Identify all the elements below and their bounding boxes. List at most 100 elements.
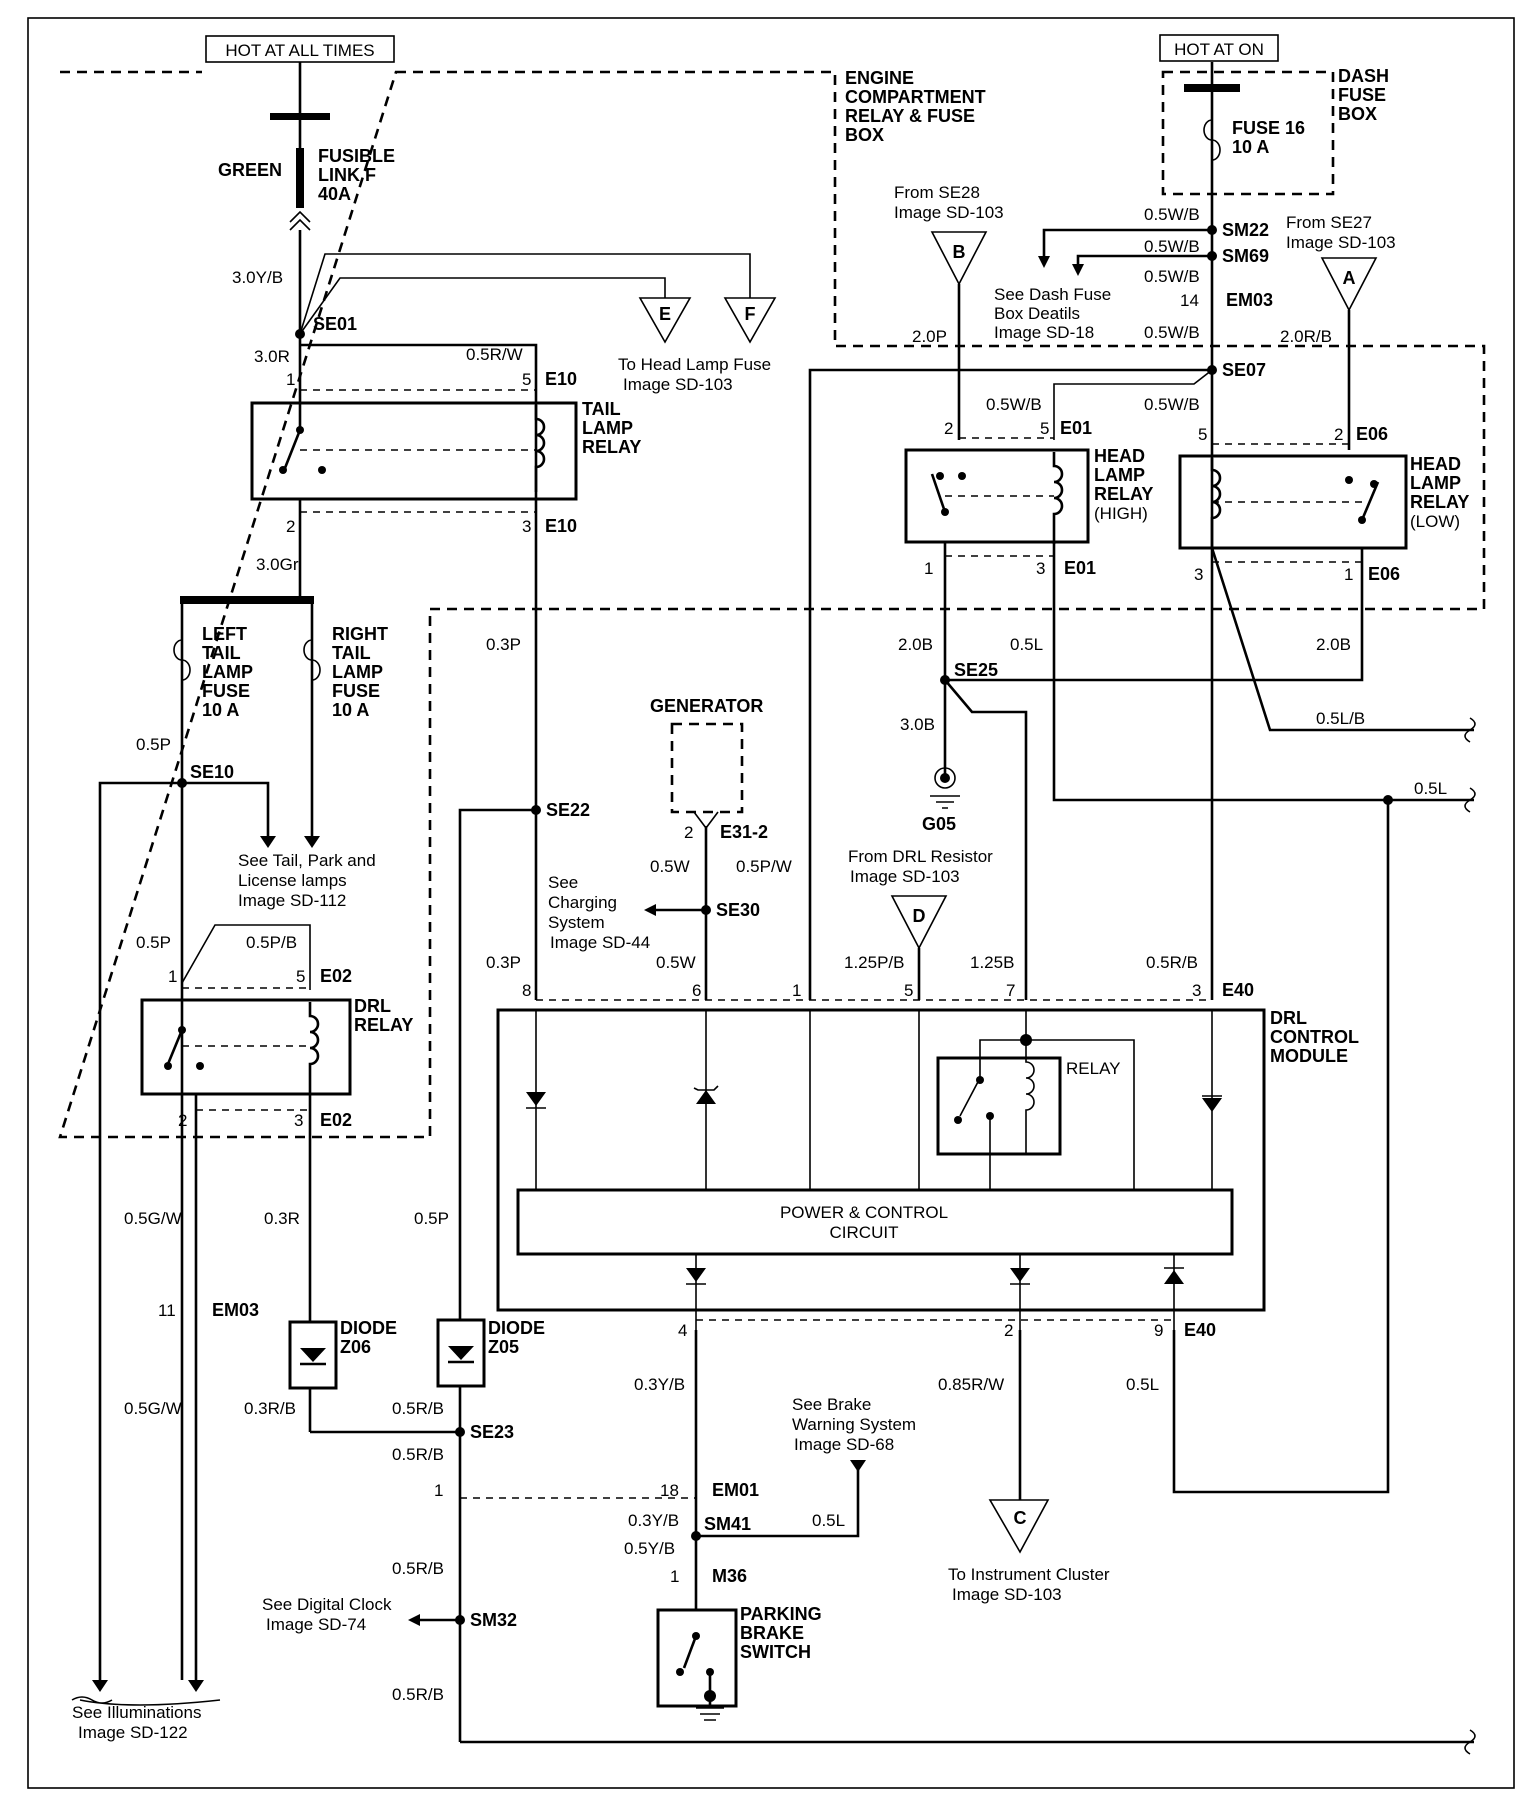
wire-label: 0.5W/B: [986, 395, 1042, 414]
ref-text: Image SD-112: [238, 891, 346, 910]
terminal-label: E01: [1064, 558, 1096, 578]
pin-label: 18: [660, 1481, 679, 1500]
pin-label: 2: [286, 517, 295, 536]
terminal-label: EM03: [212, 1300, 259, 1320]
svg-text:(LOW): (LOW): [1410, 512, 1460, 531]
svg-text:BOX: BOX: [1338, 104, 1377, 124]
svg-text:LINK F: LINK F: [318, 165, 376, 185]
wire-label: 0.5L: [1126, 1375, 1159, 1394]
pin-label: 11: [158, 1301, 176, 1320]
wire-label: 0.85R/W: [938, 1375, 1004, 1394]
svg-text:PARKING: PARKING: [740, 1604, 822, 1624]
bus-bar-left: [270, 113, 330, 120]
svg-text:LAMP: LAMP: [202, 662, 253, 682]
hot-at-on-box: [1159, 34, 1279, 62]
wire-label: 0.5P/B: [246, 933, 297, 952]
hot-all-times-label: HOT AT ALL TIMES: [225, 41, 374, 60]
wire-label: 0.5R/W: [466, 345, 523, 364]
pin-label: 4: [678, 1321, 687, 1340]
fusible-link: [296, 148, 304, 208]
pin-label: 5: [904, 981, 913, 1000]
splice-label: SE22: [546, 800, 590, 820]
connector-d-label: D: [913, 906, 926, 926]
terminal-label: E10: [545, 369, 577, 389]
ref-text: Image SD-103: [850, 867, 960, 886]
connector-a-label: A: [1343, 268, 1356, 288]
svg-text:LAMP: LAMP: [332, 662, 383, 682]
pin-label: 3: [294, 1111, 303, 1130]
pin-label: 2: [1004, 1321, 1013, 1340]
tail-fuse-bus: [180, 596, 314, 604]
connector-f-label: F: [745, 304, 756, 324]
head-lamp-relay-high-label: HEAD LAMP RELAY (HIGH): [1094, 446, 1153, 523]
generator-label: GENERATOR: [650, 696, 763, 716]
wire-label: 3.0B: [900, 715, 935, 734]
ref-text: From DRL Resistor: [848, 847, 993, 866]
wire-label: 0.5W/B: [1144, 267, 1200, 286]
power-control-circuit: [516, 1188, 1234, 1256]
ground-g05: [934, 767, 956, 789]
wire-label: 0.5W: [656, 953, 696, 972]
wire-label: 0.5R/B: [392, 1685, 444, 1704]
wire-label: 0.5P/W: [736, 857, 792, 876]
ref-text: From SE28: [894, 183, 980, 202]
pin-label: 2: [1334, 425, 1343, 444]
svg-text:10 A: 10 A: [332, 700, 369, 720]
terminal-label: E01: [1060, 418, 1092, 438]
pin-label: 1: [168, 967, 177, 986]
wire-label: 0.3Y/B: [634, 1375, 685, 1394]
terminal-label: E40: [1222, 980, 1254, 1000]
wire-label: 3.0Y/B: [232, 268, 283, 287]
ref-text: See: [548, 873, 578, 892]
ref-text: See Digital Clock: [262, 1595, 392, 1614]
wire-label: 0.3R/B: [244, 1399, 296, 1418]
splice-label: SE25: [954, 660, 998, 680]
wire-label: 2.0P: [912, 327, 947, 346]
terminal-label: E40: [1184, 1320, 1216, 1340]
svg-text:RELAY: RELAY: [1094, 484, 1153, 504]
engine-compartment-box: [58, 70, 1486, 1139]
wire-label: 0.5W: [650, 857, 690, 876]
wire-label: 0.5Y/B: [624, 1539, 675, 1558]
svg-text:BOX: BOX: [845, 125, 884, 145]
svg-text:FUSIBLE: FUSIBLE: [318, 146, 395, 166]
diode-z05-label: DIODE Z05: [488, 1318, 545, 1357]
ref-text: Charging: [548, 893, 617, 912]
wire-label: 0.5G/W: [124, 1209, 182, 1228]
wire-label: 0.3P: [486, 635, 521, 654]
ref-text: License lamps: [238, 871, 347, 890]
splice-se23: [455, 1427, 465, 1437]
ref-text: To Head Lamp Fuse: [618, 355, 771, 374]
ref-text: From SE27: [1286, 213, 1372, 232]
ref-text: Warning System: [792, 1415, 916, 1434]
svg-text:LAMP: LAMP: [1410, 473, 1461, 493]
wire-label: 0.5P: [414, 1209, 449, 1228]
ref-text: See Dash Fuse: [994, 285, 1111, 304]
connector-b: [930, 231, 988, 286]
drl-relay: [140, 998, 352, 1096]
pin-label: 3: [1036, 559, 1045, 578]
pin-label: 5: [1040, 419, 1049, 438]
wire-label: 0.5P: [136, 933, 171, 952]
pin-label: 6: [692, 981, 701, 1000]
head-lamp-relay-low: [1178, 454, 1408, 550]
pin-label: 7: [1006, 981, 1015, 1000]
svg-text:SWITCH: SWITCH: [740, 1642, 811, 1662]
svg-text:DIODE: DIODE: [340, 1318, 397, 1338]
hot-at-on-label: HOT AT ON: [1174, 40, 1264, 59]
svg-text:DRL: DRL: [354, 996, 391, 1016]
fuse-16-label: FUSE 16 10 A: [1232, 118, 1305, 157]
connector-a: [1320, 257, 1378, 312]
svg-text:LEFT: LEFT: [202, 624, 247, 644]
svg-text:FUSE: FUSE: [1338, 85, 1386, 105]
splice-label: SE07: [1222, 360, 1266, 380]
svg-text:RELAY: RELAY: [354, 1015, 413, 1035]
ref-text: Image SD-74: [266, 1615, 366, 1634]
svg-text:HEAD: HEAD: [1410, 454, 1461, 474]
svg-text:DIODE: DIODE: [488, 1318, 545, 1338]
splice-label: SE23: [470, 1422, 514, 1442]
wire-label: 2.0B: [898, 635, 933, 654]
terminal-label: E31-2: [720, 822, 768, 842]
wire-label: 0.3Y/B: [628, 1511, 679, 1530]
